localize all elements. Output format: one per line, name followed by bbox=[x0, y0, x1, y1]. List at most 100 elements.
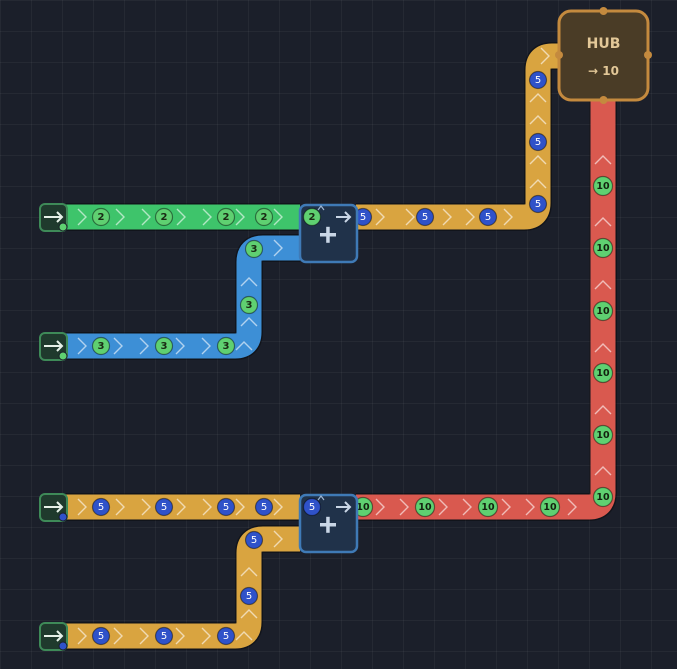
item-token: 5 bbox=[244, 530, 264, 550]
token-value: 5 bbox=[261, 502, 267, 513]
item-token: 2 bbox=[154, 207, 174, 227]
token-value: 5 bbox=[360, 212, 366, 223]
token-value: 3 bbox=[161, 341, 168, 352]
belt-chevron-icon bbox=[594, 217, 612, 227]
belt-surface bbox=[66, 235, 300, 359]
belt-chevron-icon bbox=[375, 208, 385, 226]
item-token: 2 bbox=[254, 207, 274, 227]
arrow-right-icon bbox=[44, 211, 64, 223]
token-value: 10 bbox=[596, 430, 610, 441]
adder-tokens-layer: 25 bbox=[302, 207, 322, 517]
source-1[interactable] bbox=[39, 203, 68, 232]
belt-chevron-icon bbox=[594, 466, 612, 476]
belt-chevron-icon bbox=[115, 208, 125, 226]
source-status-dot bbox=[58, 641, 68, 651]
token-disc bbox=[154, 207, 174, 227]
belt-chevron-icon bbox=[141, 498, 151, 516]
item-token: 3 bbox=[239, 295, 259, 315]
belt-blue[interactable] bbox=[66, 234, 300, 360]
belt-chevron-icon bbox=[235, 208, 245, 226]
token-disc bbox=[528, 194, 548, 214]
token-value: 2 bbox=[261, 212, 268, 223]
belt-chevron-icon bbox=[113, 337, 123, 355]
item-token: 5 bbox=[528, 194, 548, 214]
item-token: 5 bbox=[91, 497, 111, 517]
belt-chevron-icon bbox=[540, 47, 550, 65]
token-value: 10 bbox=[543, 502, 557, 513]
token-value: 5 bbox=[223, 502, 229, 513]
token-value: 2 bbox=[309, 212, 316, 223]
belt-chevron-icon bbox=[77, 627, 87, 645]
item-token: 5 bbox=[254, 497, 274, 517]
item-token: 3 bbox=[91, 336, 111, 356]
source-status-dot bbox=[58, 351, 68, 361]
hub-target: → 10 bbox=[588, 64, 619, 78]
belt-chevron-icon bbox=[399, 498, 409, 516]
token-disc bbox=[216, 497, 236, 517]
item-token: 5 bbox=[154, 497, 174, 517]
belt-chevron-icon bbox=[235, 341, 253, 351]
token-disc bbox=[592, 486, 614, 508]
token-value: 10 bbox=[596, 368, 610, 379]
hub-port-top bbox=[599, 7, 608, 15]
token-value: 2 bbox=[98, 212, 105, 223]
token-disc bbox=[528, 132, 548, 152]
token-value: 10 bbox=[596, 243, 610, 254]
belt-chevron-icon bbox=[235, 498, 245, 516]
token-disc bbox=[254, 497, 274, 517]
belt-shadow bbox=[66, 525, 300, 650]
belt-shadow bbox=[66, 234, 300, 360]
belt-chevron-icon bbox=[141, 208, 151, 226]
belt-shadow bbox=[356, 100, 617, 521]
item-token: 5 bbox=[216, 497, 236, 517]
belt-chevron-icon bbox=[240, 277, 258, 287]
item-token: 10 bbox=[477, 496, 499, 518]
token-disc bbox=[239, 295, 259, 315]
belt-chevron-icon bbox=[442, 208, 452, 226]
source-3[interactable] bbox=[39, 493, 68, 522]
belt-chevron-icon bbox=[202, 498, 212, 516]
belt-chevron-icon bbox=[465, 208, 475, 226]
belt-red[interactable] bbox=[356, 100, 617, 521]
belt-chevron-icon bbox=[115, 498, 125, 516]
item-token: 10 bbox=[592, 237, 614, 259]
token-disc bbox=[528, 70, 548, 90]
item-token: 5 bbox=[302, 497, 322, 517]
token-disc bbox=[91, 336, 111, 356]
token-value: 2 bbox=[223, 212, 230, 223]
plus-icon bbox=[320, 226, 336, 243]
item-token: 10 bbox=[592, 300, 614, 322]
belt-chevron-icon bbox=[529, 115, 547, 125]
belt-chevron-icon bbox=[240, 609, 258, 619]
belt-chevron-icon bbox=[201, 337, 211, 355]
belt-chevron-icon bbox=[567, 498, 577, 516]
arrow-right-icon bbox=[44, 501, 64, 513]
token-disc bbox=[414, 496, 436, 518]
token-value: 3 bbox=[251, 244, 258, 255]
belt-chevron-icon bbox=[529, 179, 547, 189]
token-value: 5 bbox=[535, 199, 541, 210]
belt-chevron-icon bbox=[462, 498, 472, 516]
item-token: 5 bbox=[415, 207, 435, 227]
belt-chevron-icon bbox=[594, 405, 612, 415]
token-disc bbox=[216, 207, 236, 227]
belt-chevron-icon bbox=[139, 627, 149, 645]
token-value: 5 bbox=[98, 631, 104, 642]
item-token: 5 bbox=[478, 207, 498, 227]
belt-orange-low[interactable] bbox=[66, 525, 300, 650]
item-token: 5 bbox=[528, 132, 548, 152]
token-value: 3 bbox=[223, 341, 230, 352]
item-token: 2 bbox=[216, 207, 236, 227]
hub[interactable]: HUB → 10 bbox=[555, 7, 652, 104]
token-disc bbox=[91, 207, 111, 227]
item-token: 10 bbox=[414, 496, 436, 518]
token-disc bbox=[154, 626, 174, 646]
token-disc bbox=[154, 497, 174, 517]
belt-chevron-icon bbox=[175, 337, 185, 355]
belt-chevron-icon bbox=[501, 498, 511, 516]
item-token: 2 bbox=[302, 207, 322, 227]
source-2[interactable] bbox=[39, 332, 68, 361]
item-token: 10 bbox=[539, 496, 561, 518]
source-4[interactable] bbox=[39, 622, 68, 651]
